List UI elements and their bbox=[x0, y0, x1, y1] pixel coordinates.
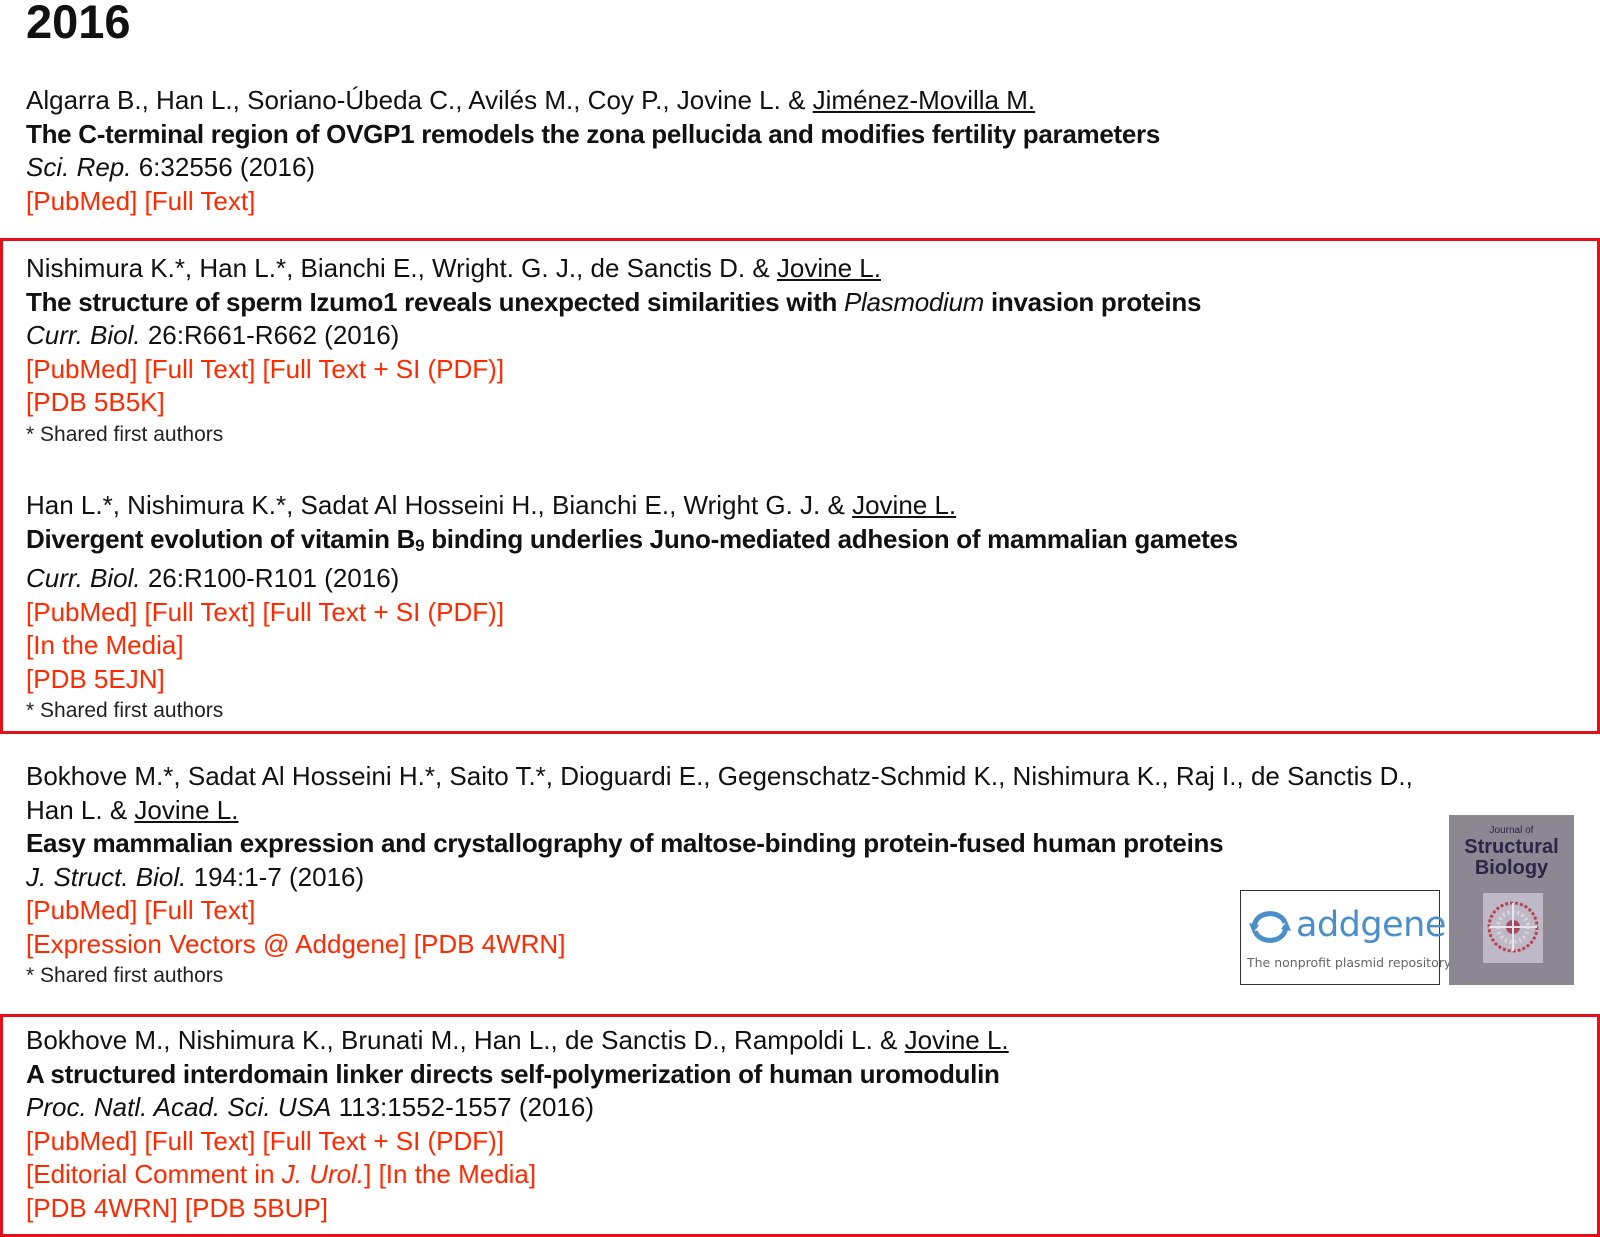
title-text-end: invasion proteins bbox=[984, 286, 1202, 317]
citation-details: 113:1552-1557 (2016) bbox=[331, 1092, 594, 1122]
journal-name: Curr. Biol. bbox=[26, 320, 141, 350]
publication-bokhove-uromodulin-2016: Bokhove M., Nishimura K., Brunati M., Ha… bbox=[26, 1024, 1009, 1225]
title-subscript: 9 bbox=[415, 535, 425, 555]
corresponding-author-link[interactable]: Jovine L. bbox=[852, 490, 957, 520]
year-heading: 2016 bbox=[26, 0, 131, 48]
editorial-comment-link[interactable]: [Editorial Comment in J. Urol.] bbox=[26, 1159, 371, 1189]
corresponding-author-link[interactable]: Jovine L. bbox=[904, 1025, 1009, 1055]
title-italic-term: Plasmodium bbox=[843, 286, 985, 317]
author-list: Bokhove M., Nishimura K., Brunati M., Ha… bbox=[26, 1024, 1009, 1058]
full-text-link[interactable]: [Full Text] bbox=[144, 185, 256, 216]
addgene-brand-text: addgene bbox=[1296, 905, 1446, 945]
author-list-continued: Han L. & Jovine L. bbox=[26, 794, 1413, 828]
journal-cover-top-text: Journal of bbox=[1489, 825, 1534, 836]
journal-citation: J. Struct. Biol. 194:1-7 (2016) bbox=[26, 861, 1413, 895]
title-text: The structure of sperm Izumo1 reveals un… bbox=[26, 286, 844, 317]
highlight-box bbox=[0, 238, 1600, 734]
full-text-link[interactable]: [Full Text] bbox=[144, 353, 256, 384]
journal-citation: Curr. Biol. 26:R100-R101 (2016) bbox=[26, 562, 1238, 596]
full-text-si-pdf-link[interactable]: [Full Text + SI (PDF)] bbox=[262, 1125, 505, 1156]
paper-title: Easy mammalian expression and crystallog… bbox=[26, 828, 1224, 858]
paper-title: The structure of sperm Izumo1 reveals un… bbox=[26, 286, 1201, 320]
full-text-si-pdf-link[interactable]: [Full Text + SI (PDF)] bbox=[262, 596, 505, 627]
pdb-5bup-link[interactable]: [PDB 5BUP] bbox=[184, 1192, 328, 1223]
authors-text: Algarra B., Han L., Soriano-Úbeda C., Av… bbox=[26, 85, 813, 115]
protein-structure-art bbox=[1483, 893, 1543, 963]
pdb-4wrn-link[interactable]: [PDB 4WRN] bbox=[413, 928, 566, 959]
corresponding-author-link[interactable]: Jovine L. bbox=[776, 253, 881, 283]
link-row: [PubMed] [Full Text] [Full Text + SI (PD… bbox=[26, 353, 1201, 387]
link-row: [PubMed] [Full Text] bbox=[26, 894, 1413, 928]
editorial-comment-close: ] bbox=[364, 1159, 372, 1189]
citation-details: 194:1-7 (2016) bbox=[186, 861, 365, 892]
in-the-media-link[interactable]: [In the Media] bbox=[26, 630, 184, 660]
author-list: Han L.*, Nishimura K.*, Sadat Al Hossein… bbox=[26, 489, 1238, 523]
journal-name: Sci. Rep. bbox=[26, 152, 132, 182]
journal-citation: Proc. Natl. Acad. Sci. USA 113:1552-1557… bbox=[26, 1091, 1009, 1125]
corresponding-author-link[interactable]: Jovine L. bbox=[134, 794, 239, 825]
link-row: [PDB 4WRN] [PDB 5BUP] bbox=[26, 1192, 1009, 1226]
author-list: Algarra B., Han L., Soriano-Úbeda C., Av… bbox=[26, 84, 1160, 118]
addgene-logo[interactable]: addgene The nonprofit plasmid repository bbox=[1240, 890, 1451, 985]
link-row: [Editorial Comment in J. Urol.] [In the … bbox=[26, 1158, 1009, 1192]
pdb-5b5k-link[interactable]: [PDB 5B5K] bbox=[26, 387, 165, 417]
pubmed-link[interactable]: [PubMed] bbox=[26, 1125, 138, 1156]
link-row: [PubMed] [Full Text] [Full Text + SI (PD… bbox=[26, 1125, 1009, 1159]
link-row: [PDB 5B5K] bbox=[26, 386, 1201, 420]
paper-title: A structured interdomain linker directs … bbox=[26, 1058, 1000, 1089]
shared-authors-note: * Shared first authors bbox=[26, 422, 224, 446]
author-list: Bokhove M.*, Sadat Al Hosseini H.*, Sait… bbox=[26, 761, 1413, 791]
publication-bokhove-mbp-2016: Bokhove M.*, Sadat Al Hosseini H.*, Sait… bbox=[26, 760, 1413, 991]
pubmed-link[interactable]: [PubMed] bbox=[26, 185, 138, 216]
full-text-link[interactable]: [Full Text] bbox=[144, 1125, 256, 1156]
journal-cover-title: Structural Biology bbox=[1464, 836, 1559, 879]
journal-citation: Curr. Biol. 26:R661-R662 (2016) bbox=[26, 319, 1201, 353]
full-text-link[interactable]: [Full Text] bbox=[144, 895, 256, 925]
journal-cover-image[interactable]: Journal of Structural Biology bbox=[1449, 815, 1574, 985]
addgene-tagline: The nonprofit plasmid repository bbox=[1247, 955, 1452, 970]
highlight-box bbox=[0, 1014, 1600, 1237]
editorial-journal-name: J. Urol. bbox=[281, 1159, 365, 1189]
link-row: [PubMed] [Full Text] bbox=[26, 185, 1160, 219]
link-row: [PubMed] [Full Text] [Full Text + SI (PD… bbox=[26, 596, 1238, 630]
editorial-comment-text: [Editorial Comment in bbox=[26, 1159, 282, 1189]
authors-text: Han L.*, Nishimura K.*, Sadat Al Hossein… bbox=[26, 490, 853, 520]
title-text: Divergent evolution of vitamin B bbox=[26, 523, 416, 554]
title-text-end: binding underlies Juno-mediated adhesion… bbox=[424, 523, 1238, 554]
citation-details: 26:R100-R101 (2016) bbox=[140, 563, 400, 593]
full-text-si-pdf-link[interactable]: [Full Text + SI (PDF)] bbox=[262, 353, 505, 384]
pubmed-link[interactable]: [PubMed] bbox=[26, 596, 138, 627]
publication-han-2016: Han L.*, Nishimura K.*, Sadat Al Hossein… bbox=[26, 489, 1238, 726]
link-row: [In the Media] bbox=[26, 629, 1238, 663]
in-the-media-link[interactable]: [In the Media] bbox=[378, 1159, 537, 1189]
citation-details: 26:R661-R662 (2016) bbox=[140, 320, 400, 350]
publication-algarra-2016: Algarra B., Han L., Soriano-Úbeda C., Av… bbox=[26, 84, 1160, 218]
shared-authors-note: * Shared first authors bbox=[26, 964, 224, 987]
publication-nishimura-2016: Nishimura K.*, Han L.*, Bianchi E., Wrig… bbox=[26, 252, 1201, 450]
link-row: [Expression Vectors @ Addgene] [PDB 4WRN… bbox=[26, 928, 1413, 962]
expression-vectors-addgene-link[interactable]: [Expression Vectors @ Addgene] bbox=[26, 928, 407, 959]
authors-text: Nishimura K.*, Han L.*, Bianchi E., Wrig… bbox=[26, 253, 777, 283]
journal-name: J. Struct. Biol. bbox=[26, 861, 187, 892]
author-list: Nishimura K.*, Han L.*, Bianchi E., Wrig… bbox=[26, 252, 1201, 286]
full-text-link[interactable]: [Full Text] bbox=[144, 596, 256, 627]
pubmed-link[interactable]: [PubMed] bbox=[26, 895, 138, 925]
corresponding-author-link[interactable]: Jiménez-Movilla M. bbox=[812, 85, 1036, 115]
pdb-5ejn-link[interactable]: [PDB 5EJN] bbox=[26, 663, 165, 694]
addgene-cycle-icon bbox=[1249, 911, 1291, 943]
authors-text: Bokhove M., Nishimura K., Brunati M., Ha… bbox=[26, 1025, 905, 1055]
authors-text: Han L. & bbox=[26, 794, 135, 825]
pubmed-link[interactable]: [PubMed] bbox=[26, 353, 138, 384]
journal-citation: Sci. Rep. 6:32556 (2016) bbox=[26, 151, 1160, 185]
journal-name: Curr. Biol. bbox=[26, 563, 141, 593]
journal-name: Proc. Natl. Acad. Sci. USA bbox=[26, 1092, 332, 1122]
link-row: [PDB 5EJN] bbox=[26, 663, 1238, 697]
citation-details: 6:32556 (2016) bbox=[131, 152, 316, 182]
paper-title: Divergent evolution of vitamin B9 bindin… bbox=[26, 523, 1238, 563]
pdb-4wrn-link[interactable]: [PDB 4WRN] bbox=[26, 1192, 178, 1223]
shared-authors-note: * Shared first authors bbox=[26, 699, 224, 722]
paper-title: The C-terminal region of OVGP1 remodels … bbox=[26, 118, 1160, 149]
